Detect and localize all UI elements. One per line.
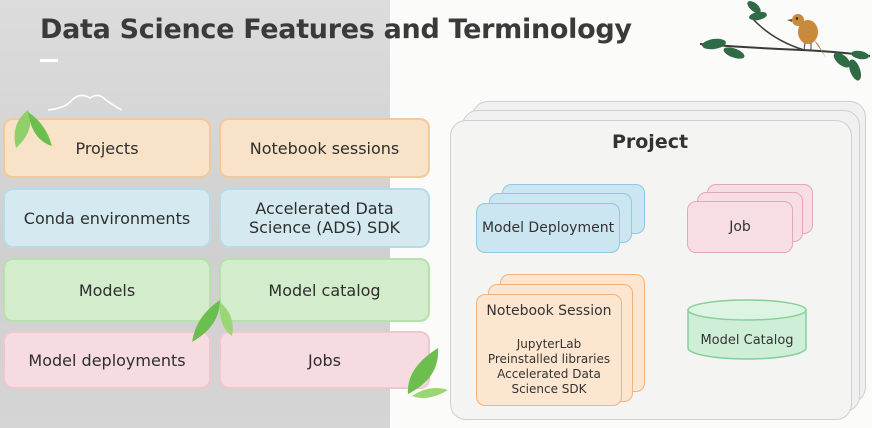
- feature-model-catalog: Model catalog: [219, 258, 430, 322]
- feature-models: Models: [3, 258, 211, 322]
- notebook-session-box: Notebook Session JupyterLab Preinstalled…: [476, 294, 622, 406]
- notebook-session-contents: JupyterLab Preinstalled libraries Accele…: [477, 337, 621, 397]
- notebook-session-line: Science SDK: [511, 382, 587, 396]
- feature-ads-sdk: Accelerated Data Science (ADS) SDK: [219, 188, 430, 248]
- bird-on-branch-icon: [699, 1, 871, 81]
- model-deployment-box: Model Deployment: [476, 203, 620, 253]
- model-catalog-cylinder-icon: [687, 299, 807, 360]
- notebook-session-line: JupyterLab: [516, 337, 582, 351]
- feature-jobs: Jobs: [219, 331, 430, 389]
- page-title: Data Science Features and Terminology: [40, 14, 632, 45]
- notebook-session-line: Preinstalled libraries: [487, 352, 611, 366]
- notebook-session-line: Accelerated Data: [497, 367, 601, 381]
- job-box: Job: [687, 201, 793, 253]
- leaf-decoration-icon: [407, 348, 448, 398]
- feature-model-deployments: Model deployments: [3, 331, 211, 389]
- leaf-decoration-icon: [14, 110, 52, 148]
- project-title: Project: [611, 131, 689, 153]
- title-underline: [40, 59, 58, 62]
- model-catalog-label: Model Catalog: [700, 332, 794, 348]
- feature-notebook-sessions: Notebook sessions: [219, 118, 430, 178]
- notebook-session-title: Notebook Session: [486, 303, 612, 319]
- cloud-decoration-icon: [47, 94, 123, 111]
- leaf-decoration-icon: [192, 300, 233, 342]
- feature-conda-environments: Conda environments: [3, 188, 211, 248]
